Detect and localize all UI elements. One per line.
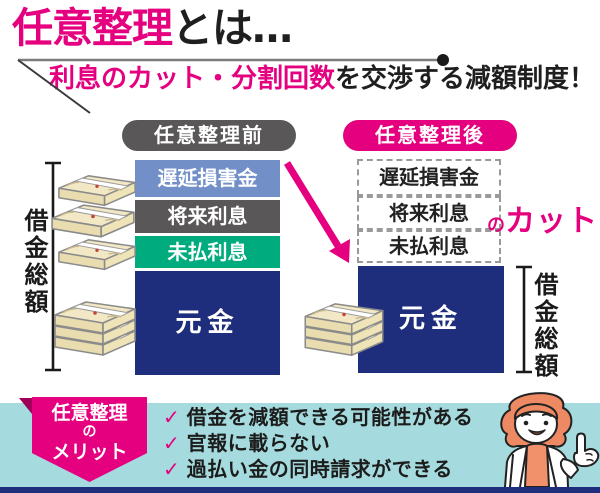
eye: [543, 420, 549, 426]
sleeve: [559, 458, 579, 479]
cut-particle: の: [487, 215, 505, 236]
merit-list: ✓借金を減額できる可能性がある ✓官報に載らない ✓過払い金の同時請求ができる: [163, 401, 474, 481]
merit-text: 官報に載らない: [186, 431, 331, 455]
badge-after: 任意整理後: [343, 120, 517, 151]
check-icon: ✓: [163, 457, 180, 481]
subtitle: 利息のカット・分割回数を交渉する減額制度！: [49, 63, 595, 95]
advisor-woman-illustration: [500, 392, 600, 487]
cut-unpaid-interest: 未払利息: [357, 230, 501, 263]
title-rest: とは…: [172, 4, 293, 52]
check-icon: ✓: [163, 431, 180, 455]
ribbon-line-1: 任意整理: [51, 402, 128, 424]
arm-seam: [509, 454, 514, 487]
segment-principal-before: 元金: [135, 271, 280, 375]
money-stack-icon: [58, 239, 136, 271]
cut-late-damages: 遅延損害金: [357, 159, 501, 196]
cut-annotation: のカット: [487, 196, 598, 240]
axis-label-total-debt-before: 借金総額: [20, 208, 48, 316]
segment-unpaid-interest: 未払利息: [135, 236, 280, 268]
merit-item: ✓過払い金の同時請求ができる: [163, 453, 473, 481]
pointing-hand-icon: [573, 432, 600, 468]
page-title: 任意整理とは…: [12, 4, 293, 52]
eyebrow: [542, 413, 552, 417]
subtitle-highlight: 利息のカット・分割回数: [48, 64, 335, 94]
cut-arrow-head-icon: [329, 239, 350, 263]
merit-text: 過払い金の同時請求ができる: [186, 457, 453, 481]
check-icon: ✓: [163, 405, 180, 429]
eye: [523, 420, 529, 426]
merit-item: ✓官報に載らない: [163, 427, 473, 455]
cut-future-interest: 将来利息: [357, 196, 501, 230]
segment-late-damages: 遅延損害金: [135, 160, 280, 197]
hair-fringe: [513, 403, 559, 420]
merit-text: 借金を減額できる可能性がある: [186, 405, 474, 429]
mouth: [528, 429, 546, 436]
merit-item: ✓借金を減額できる可能性がある: [163, 401, 474, 429]
cut-arrow-shaft: [284, 161, 341, 248]
money-stack-triple-icon: [300, 300, 388, 362]
footer-strip: [0, 487, 600, 493]
badge-before: 任意整理前: [122, 120, 296, 151]
knuckles: [585, 452, 594, 462]
cut-word: カット: [505, 204, 598, 239]
ribbon-line-2: の: [82, 424, 97, 440]
eyebrow: [521, 413, 531, 417]
subtitle-rest: を交渉する減額制度！: [334, 64, 595, 94]
title-highlight: 任意整理: [12, 4, 173, 52]
shirt: [524, 442, 550, 487]
segment-future-interest: 将来利息: [135, 200, 280, 233]
ribbon-line-3: メリット: [51, 441, 128, 463]
axis-label-total-debt-after: 借金総額: [530, 272, 558, 380]
money-stack-triple-icon: [50, 298, 140, 362]
cardigan-lapels: [519, 445, 557, 487]
